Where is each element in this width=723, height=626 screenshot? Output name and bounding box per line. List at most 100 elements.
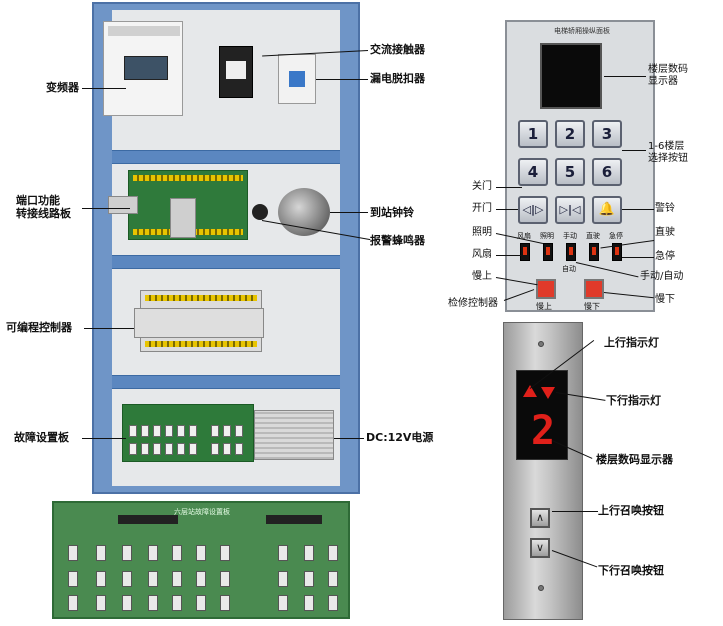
floor-1-button[interactable]: 1 bbox=[518, 120, 548, 148]
leader-line bbox=[82, 208, 130, 209]
screw bbox=[538, 585, 544, 591]
leader-line bbox=[496, 255, 522, 256]
fault-switch[interactable] bbox=[328, 545, 338, 561]
fault-switch[interactable] bbox=[304, 571, 314, 587]
leader-line bbox=[82, 438, 126, 439]
floor-2-button[interactable]: 2 bbox=[555, 120, 585, 148]
fault-switch[interactable] bbox=[196, 545, 206, 561]
express-toggle[interactable] bbox=[589, 243, 599, 261]
manual-auto-toggle[interactable] bbox=[566, 243, 576, 261]
label-floor-keys: 1-6楼层 选择按钮 bbox=[648, 141, 688, 164]
fault-switch[interactable] bbox=[122, 571, 132, 587]
door-close-button[interactable]: ◁|▷ bbox=[518, 196, 548, 224]
down-arrow-icon bbox=[541, 387, 555, 399]
lighting-toggle[interactable] bbox=[543, 243, 553, 261]
label-plc: 可编程控制器 bbox=[6, 321, 72, 334]
switch-label-auto: 自动 bbox=[562, 265, 576, 273]
slow-down-button[interactable] bbox=[584, 279, 604, 299]
door-open-button[interactable]: ▷|◁ bbox=[555, 196, 585, 224]
fault-switch[interactable] bbox=[220, 595, 230, 611]
label-breaker: 漏电脱扣器 bbox=[370, 72, 425, 85]
fault-switch[interactable] bbox=[196, 595, 206, 611]
hall-display: 2 bbox=[516, 370, 568, 460]
bell-device bbox=[278, 188, 330, 236]
slow-up-button[interactable] bbox=[536, 279, 556, 299]
fault-switch[interactable] bbox=[68, 545, 78, 561]
fault-switch[interactable] bbox=[68, 571, 78, 587]
fault-switch[interactable] bbox=[96, 571, 106, 587]
fault-switch[interactable] bbox=[172, 571, 182, 587]
floor-4-button[interactable]: 4 bbox=[518, 158, 548, 186]
label-express: 直驶 bbox=[655, 227, 675, 238]
fault-switch[interactable] bbox=[148, 595, 158, 611]
up-call-button[interactable]: ∧ bbox=[530, 508, 550, 528]
fault-switch[interactable] bbox=[96, 545, 106, 561]
label-vfd: 变频器 bbox=[46, 81, 79, 94]
leader-line bbox=[604, 76, 646, 77]
label-up-call: 上行召唤按钮 bbox=[598, 504, 664, 517]
fault-switch[interactable] bbox=[304, 545, 314, 561]
fault-switch[interactable] bbox=[220, 571, 230, 587]
fault-switch[interactable] bbox=[148, 545, 158, 561]
label-close-door: 关门 bbox=[472, 181, 492, 192]
fault-switch[interactable] bbox=[278, 595, 288, 611]
fault-switch[interactable] bbox=[122, 595, 132, 611]
fault-switch[interactable] bbox=[278, 545, 288, 561]
leader-line bbox=[552, 511, 598, 512]
hall-call-panel bbox=[503, 322, 583, 620]
switch-label-stop: 急停 bbox=[609, 232, 623, 240]
label-manual-auto: 手动/自动 bbox=[640, 271, 684, 282]
fault-switch[interactable] bbox=[96, 595, 106, 611]
floor-5-button[interactable]: 5 bbox=[555, 158, 585, 186]
leader-line bbox=[316, 79, 368, 80]
ribbon-cable bbox=[170, 198, 196, 238]
fault-switch[interactable] bbox=[220, 545, 230, 561]
floor-3-button[interactable]: 3 bbox=[592, 120, 622, 148]
label-alarm-bell: 警铃 bbox=[655, 203, 675, 214]
screw bbox=[538, 341, 544, 347]
leakage-breaker-device bbox=[278, 54, 316, 104]
label-down-call: 下行召唤按钮 bbox=[598, 564, 664, 577]
label-lighting: 照明 bbox=[472, 227, 492, 238]
vfd-device bbox=[103, 21, 183, 116]
psu-device bbox=[254, 410, 334, 460]
leader-line bbox=[496, 187, 522, 188]
down-call-button[interactable]: ∨ bbox=[530, 538, 550, 558]
fault-switch[interactable] bbox=[328, 595, 338, 611]
fault-switch[interactable] bbox=[278, 571, 288, 587]
emergency-stop-toggle[interactable] bbox=[612, 243, 622, 261]
label-emergency-stop: 急停 bbox=[655, 251, 675, 262]
label-slow-up-left: 慢上 bbox=[472, 271, 492, 282]
fault-switch[interactable] bbox=[172, 545, 182, 561]
leader-line bbox=[622, 150, 646, 151]
label-open-door: 开门 bbox=[472, 203, 492, 214]
leader-line bbox=[82, 88, 126, 89]
fault-switch[interactable] bbox=[122, 545, 132, 561]
floor-6-button[interactable]: 6 bbox=[592, 158, 622, 186]
switch-label-manual: 手动 bbox=[563, 232, 577, 240]
fault-switch[interactable] bbox=[328, 571, 338, 587]
up-arrow-icon bbox=[523, 385, 537, 397]
fault-board-device bbox=[122, 404, 254, 462]
ribbon-cable bbox=[108, 196, 138, 214]
leader-line bbox=[622, 209, 654, 210]
fault-switch[interactable] bbox=[172, 595, 182, 611]
switch-label-lighting: 照明 bbox=[540, 232, 554, 240]
fault-switch[interactable] bbox=[68, 595, 78, 611]
fault-switch[interactable] bbox=[148, 571, 158, 587]
fan-toggle[interactable] bbox=[520, 243, 530, 261]
floor-display-screen bbox=[540, 43, 602, 109]
board-title: 六层站故障设置板 bbox=[174, 508, 230, 516]
label-port-board: 端口功能 转接线路板 bbox=[16, 194, 71, 220]
slow-down-label: 慢下 bbox=[584, 302, 600, 311]
alarm-bell-button[interactable]: 🔔 bbox=[592, 196, 622, 224]
label-down-indicator: 下行指示灯 bbox=[606, 394, 661, 407]
ribbon-connector bbox=[118, 515, 178, 524]
fault-setting-board: 六层站故障设置板 bbox=[52, 501, 350, 619]
label-fault-board: 故障设置板 bbox=[14, 431, 69, 444]
fault-switch[interactable] bbox=[196, 571, 206, 587]
fault-switch[interactable] bbox=[304, 595, 314, 611]
label-service-controller: 检修控制器 bbox=[448, 298, 498, 309]
label-fan: 风扇 bbox=[472, 249, 492, 260]
label-hall-floor-display: 楼层数码显示器 bbox=[596, 453, 673, 466]
